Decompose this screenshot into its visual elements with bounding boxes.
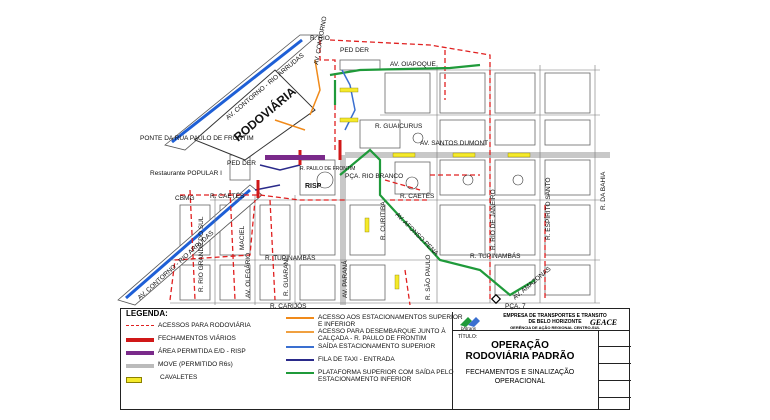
org-line-1: EMPRESA DE TRANSPORTES E TRANSITO xyxy=(503,313,607,319)
legend-item: ACESSOS PARA RODOVIÁRIA xyxy=(126,322,298,329)
cbmg-label: CBMG xyxy=(175,195,195,202)
av-parana-label: AV. PARANÁ xyxy=(340,260,349,298)
legend-symbol-icon xyxy=(126,338,154,342)
legend-item-label: FILA DE TAXI - ENTRADA xyxy=(318,356,395,363)
legend-symbol-icon xyxy=(286,359,314,361)
orange-route xyxy=(274,59,321,131)
org-line-2: DE BELO HORIZONTE xyxy=(528,319,582,325)
pca-7-label: PÇA. 7 xyxy=(505,303,526,310)
legend-symbol-icon xyxy=(126,325,154,326)
av-olegario-label: AV. OLEGÁRIO xyxy=(243,253,252,298)
title-separator xyxy=(452,330,630,331)
legend-item-label: PLATAFORMA SUPERIOR COM SAÍDA PELO ESTAC… xyxy=(318,369,454,383)
legend-item: FILA DE TAXI - ENTRADA xyxy=(286,356,468,363)
legend-item: SAÍDA ESTACIONAMENTO SUPERIOR xyxy=(286,343,468,350)
r-rio-de-janeiro-label: R. RIO DE JANEIRO xyxy=(490,189,497,250)
legend-item-label: ACESSOS PARA RODOVIÁRIA xyxy=(158,322,251,329)
green-route xyxy=(329,63,536,297)
r-guaicurus-label: R. GUAICURUS xyxy=(375,123,423,130)
roundabout-markers xyxy=(316,132,524,190)
bhtrans-logo: bhtrans xyxy=(458,313,494,331)
ped-der-top-label: PED DER xyxy=(340,47,369,54)
legend-item: ÁREA PERMITIDA E/D - RISP xyxy=(126,348,298,355)
legend-item-label: SAÍDA ESTACIONAMENTO SUPERIOR xyxy=(318,343,436,350)
legend-item-label: ACESSO AOS ESTACIONAMENTOS SUPERIOR E IN… xyxy=(318,314,463,328)
av-oiapoque-label: AV. OIAPOQUE xyxy=(390,61,437,68)
org-line-3: GERÊNCIA DE AÇÃO REGIONAL CENTRO-SUL xyxy=(510,325,600,330)
r-tupinambas-left-label: R. TUPINAMBÁS xyxy=(265,253,316,262)
title-sub: FECHAMENTOS E SINALIZAÇÃO OPERACIONAL xyxy=(465,369,575,385)
r-carijos-label: R. CARIJÓS xyxy=(270,301,307,310)
risp-label: RISP xyxy=(305,183,322,190)
legend-symbol-icon xyxy=(286,372,314,374)
av-santos-dumont-label: AV. SANTOS DUMONT xyxy=(420,140,488,147)
title-main: OPERAÇÃO RODOVIÁRIA PADRÃO xyxy=(465,340,575,362)
ped-der-left-label: PED DER xyxy=(227,160,256,167)
svg-text:bhtrans: bhtrans xyxy=(461,326,477,331)
legend-item-label: ACESSO PARA DESEMBARQUE JUNTO À CALÇADA … xyxy=(318,328,446,342)
av-amazonas-label: AV. AMAZONAS xyxy=(512,265,553,301)
legend-item: CAVALETES xyxy=(126,374,300,383)
legend-item: ACESSO PARA DESEMBARQUE JUNTO À CALÇADA … xyxy=(286,328,468,342)
legend-heading: LEGENDA: xyxy=(126,309,168,318)
ponte-label: PONTE DA RUA PAULO DE FRONTIM xyxy=(140,135,254,142)
legend-item: FECHAMENTOS VIÁRIOS xyxy=(126,335,298,342)
org-name: EMPRESA DE TRANSPORTES E TRANSITO DE BEL… xyxy=(500,313,610,331)
legend-item-label: FECHAMENTOS VIÁRIOS xyxy=(158,335,236,342)
legend-item-label: MOVE (PERMITIDO R6s) xyxy=(158,361,233,368)
pca-7-marker xyxy=(490,293,502,305)
r-tupinambas-right-label: R. TUPINAMBÁS xyxy=(470,251,521,260)
rodoviaria-building xyxy=(194,69,316,161)
r-sao-paulo-label: R. SÃO PAULO xyxy=(423,255,432,300)
legend-item: ACESSO AOS ESTACIONAMENTOS SUPERIOR E IN… xyxy=(286,314,468,328)
title-block xyxy=(452,312,631,410)
title-caption: TÍTULO: xyxy=(458,334,478,340)
legend-item-label: ÁREA PERMITIDA E/D - RISP xyxy=(158,348,246,355)
taxi-route xyxy=(254,164,301,191)
title-grid xyxy=(598,330,631,410)
move-corridors xyxy=(340,152,610,305)
access-arrows xyxy=(169,39,546,306)
r-rio-grande-label: R. RIO GRANDE DO SUL xyxy=(198,216,205,292)
r-caetes-left-label: R. CAETÉS xyxy=(210,191,245,200)
r-maciel-label: MACIEL xyxy=(239,225,246,250)
r-guarani-label: R. GUARANI xyxy=(283,258,290,296)
legend-item: MOVE (PERMITIDO R6s) xyxy=(126,361,298,368)
paulo-frontim-box-label: R. PAULO DE FRONTIM xyxy=(300,166,355,172)
legend-symbol-icon xyxy=(286,346,314,348)
risp-area xyxy=(265,155,325,160)
av-contorno-road xyxy=(117,34,320,306)
r-rio-box-label: R. RIO xyxy=(310,35,330,42)
r-curitiba-label: R. CURITIBA xyxy=(380,201,387,240)
legend-symbol-icon xyxy=(286,317,314,319)
legend-frame xyxy=(120,308,630,410)
r-da-bahia-label: R. DA BAHIA xyxy=(600,171,607,210)
legend-symbol-icon xyxy=(286,331,314,333)
cavaletes xyxy=(339,87,531,290)
legend-symbol-icon xyxy=(126,364,154,368)
pca-rio-branco-label: PÇA. RIO BRANCO xyxy=(345,173,403,180)
av-afonso-pena-label: AV. AFONSO PENA xyxy=(394,211,440,257)
geace-label: GEACE xyxy=(590,318,618,327)
r-caetes-right-label: R. CAETÉS xyxy=(400,191,435,200)
restaurante-label: Restaurante POPULAR I xyxy=(150,170,222,177)
legend-symbol-icon xyxy=(126,377,142,383)
legend-symbol-icon xyxy=(126,351,154,355)
legend-item-label: CAVALETES xyxy=(160,374,198,381)
legend-item: PLATAFORMA SUPERIOR COM SAÍDA PELO ESTAC… xyxy=(286,369,468,383)
r-espirito-santo-label: R. ESPÍRITO SANTO xyxy=(543,177,552,240)
